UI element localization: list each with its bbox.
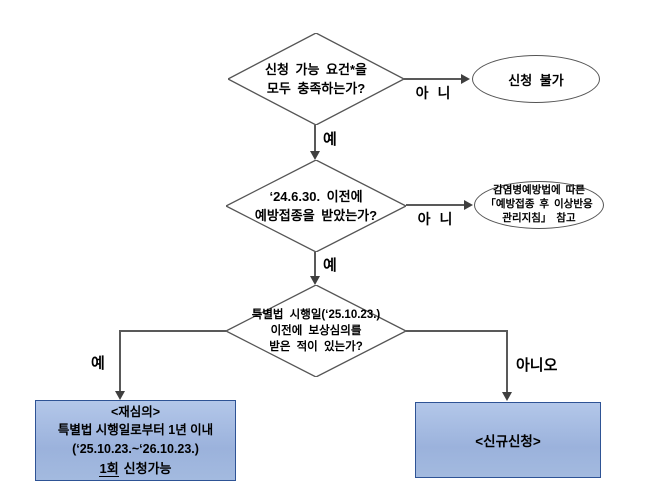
terminal-guideline-line3: 관리지침」 참고 — [502, 211, 576, 224]
edge-label-no2: 아 니 — [417, 211, 453, 227]
edge-label-yes1: 예 — [323, 131, 337, 148]
edge-label-yes3: 예 — [91, 355, 105, 372]
decision-eligibility-line2: 모두 충족하는가? — [266, 81, 366, 96]
diamond-shape — [228, 33, 404, 125]
decision-prior-review: 특별법 시행일(‘25.10.23.) 이전에 보상심의를 받은 적이 있는가? — [226, 285, 406, 377]
decision-eligibility-line1: 신청 가능 요건*을 — [264, 61, 367, 77]
diamond-shape — [226, 160, 406, 252]
decision-eligibility: 신청 가능 요건*을 모두 충족하는가? — [228, 33, 404, 125]
arrowhead-down-icon — [502, 392, 512, 401]
terminal-guideline-line2: 「예방접종 후 이상반응 — [485, 198, 593, 211]
decision-vaccination-line1: ‘24.6.30. 이전에 — [269, 188, 363, 204]
result-box-new-application: <신규신청> — [415, 402, 601, 478]
terminal-guideline: 감염병예방법에 따른 「예방접종 후 이상반응 관리지침」 참고 — [474, 181, 604, 229]
rereview-line2: 특별법 시행일로부터 1년 이내 — [57, 423, 214, 438]
arrowhead-down-icon — [310, 276, 320, 285]
connector-yes3-vline — [119, 330, 121, 392]
edge-label-no1: 아 니 — [415, 85, 451, 101]
rereview-title: <재심의> — [110, 404, 161, 419]
arrowhead-right-icon — [461, 74, 470, 84]
edge-label-yes2: 예 — [323, 257, 337, 274]
diamond-shape — [226, 285, 406, 377]
connector-no2-line — [406, 204, 464, 206]
decision-vaccination-line2: 예방접종을 받았는가? — [254, 208, 378, 223]
connector-yes1-line — [314, 125, 316, 152]
decision-vaccination-date: ‘24.6.30. 이전에 예방접종을 받았는가? — [226, 160, 406, 252]
decision-prior-review-line3: 받은 적이 있는가? — [269, 341, 363, 354]
decision-prior-review-line1: 특별법 시행일(‘25.10.23.) — [251, 308, 381, 321]
terminal-no-apply: 신청 불가 — [472, 55, 600, 103]
terminal-guideline-line1: 감염병예방법에 따른 — [493, 184, 585, 197]
rereview-count-suffix: 신청가능 — [123, 460, 172, 476]
new-application-title: <신규신청> — [475, 434, 541, 449]
result-box-rereview: <재심의> 특별법 시행일로부터 1년 이내 (‘25.10.23.~‘26.1… — [35, 400, 236, 481]
rereview-count: 1회 — [99, 460, 119, 477]
connector-yes3-hline — [120, 330, 226, 332]
connector-yes2-line — [314, 252, 316, 277]
edge-label-no3: 아니오 — [516, 357, 558, 374]
rereview-line3: (‘25.10.23.~‘26.10.23.) — [72, 442, 199, 457]
connector-no3-vline — [506, 330, 508, 392]
arrowhead-down-icon — [115, 391, 125, 400]
arrowhead-right-icon — [464, 200, 473, 210]
connector-no3-hline — [406, 330, 508, 332]
arrowhead-down-icon — [310, 151, 320, 160]
terminal-no-apply-label: 신청 불가 — [508, 72, 564, 88]
connector-no1-line — [404, 78, 462, 80]
decision-prior-review-line2: 이전에 보상심의를 — [270, 324, 362, 337]
